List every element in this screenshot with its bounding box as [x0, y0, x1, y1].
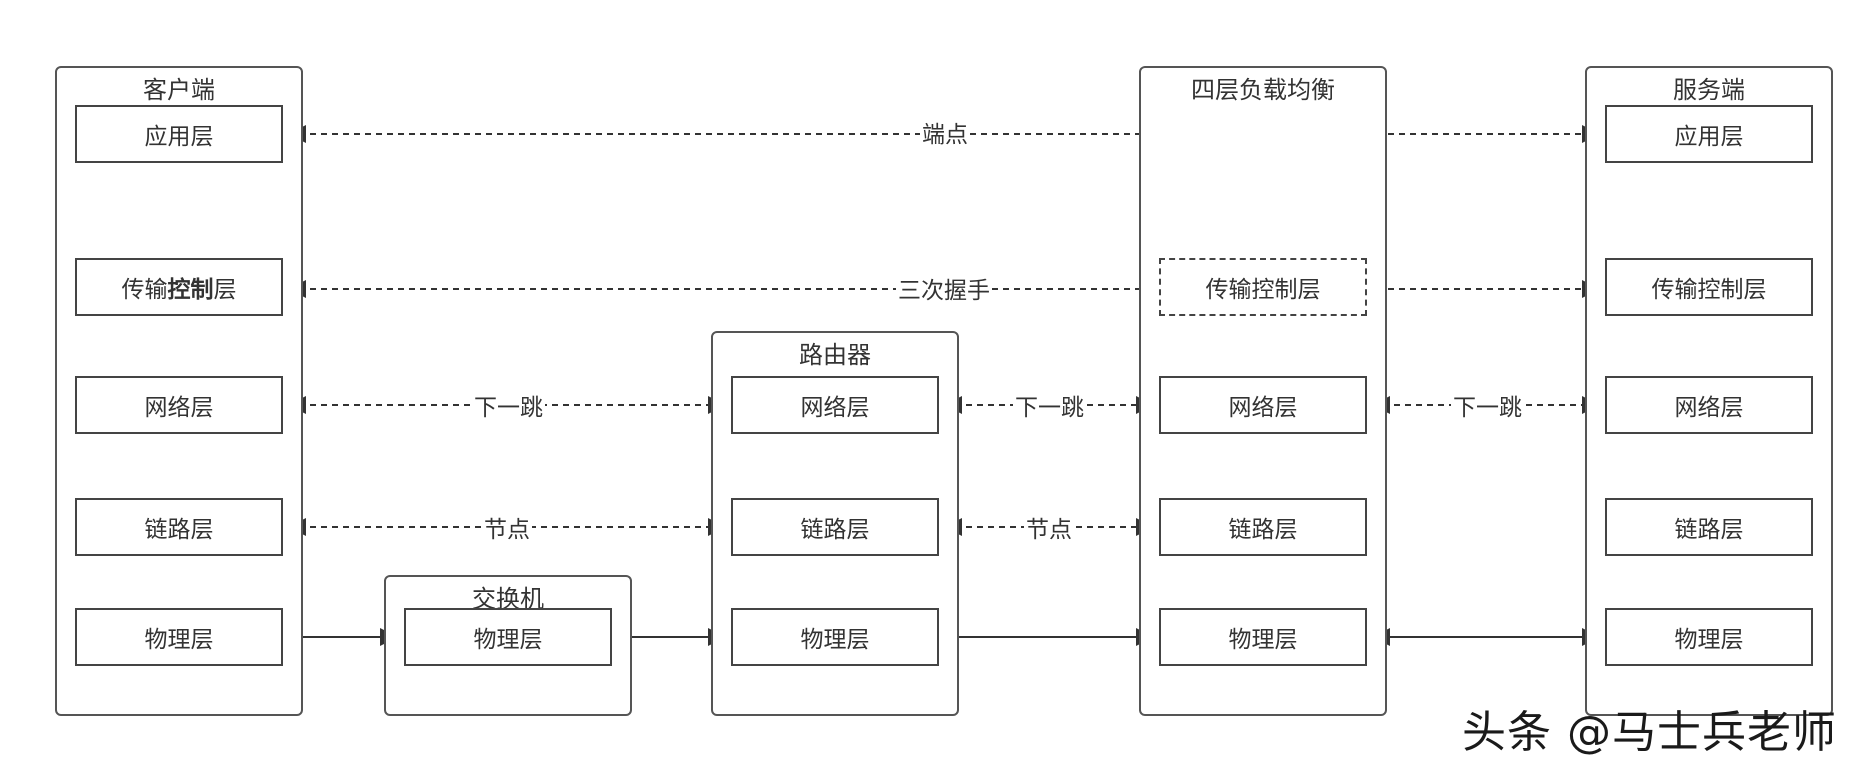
server-physical-layer-label: 物理层 [1674, 627, 1744, 653]
node-label-2: 节点 [1024, 516, 1074, 544]
client-transport-bold: 控制 [167, 277, 214, 303]
server-physical-layer: 物理层 [1605, 608, 1813, 666]
server-app-layer: 应用层 [1605, 105, 1813, 163]
client-title: 客户端 [143, 76, 215, 104]
lb-transport-layer-label: 传输控制层 [1205, 277, 1321, 303]
node-label-1: 节点 [482, 516, 532, 544]
router-link-layer: 链路层 [731, 498, 939, 556]
watermark: 头条 @马士兵老师 [1462, 707, 1837, 758]
client-network-layer: 网络层 [75, 376, 283, 434]
next-hop-label-1: 下一跳 [472, 394, 545, 422]
client-network-layer-label: 网络层 [144, 395, 214, 421]
server-transport-layer-label: 传输控制层 [1651, 277, 1767, 303]
server-network-layer-label: 网络层 [1674, 395, 1744, 421]
router-title: 路由器 [799, 341, 871, 369]
server-network-layer: 网络层 [1605, 376, 1813, 434]
next-hop-label-2: 下一跳 [1013, 394, 1086, 422]
client-transport-layer: 传输控制层 [75, 258, 283, 316]
next-hop-label-3: 下一跳 [1451, 394, 1524, 422]
router-physical-layer: 物理层 [731, 608, 939, 666]
client-physical-layer: 物理层 [75, 608, 283, 666]
server-link-layer: 链路层 [1605, 498, 1813, 556]
switch-physical-layer-label: 物理层 [473, 627, 543, 653]
client-link-layer: 链路层 [75, 498, 283, 556]
client-app-layer-label: 应用层 [144, 124, 214, 150]
router-network-layer: 网络层 [731, 376, 939, 434]
lb-network-layer: 网络层 [1159, 376, 1367, 434]
lb-link-layer: 链路层 [1159, 498, 1367, 556]
client-transport-prefix: 传输 [121, 277, 168, 303]
client-physical-layer-label: 物理层 [144, 627, 214, 653]
lb-physical-layer: 物理层 [1159, 608, 1367, 666]
client-app-layer: 应用层 [75, 105, 283, 163]
server-link-layer-label: 链路层 [1674, 517, 1744, 543]
lb-network-layer-label: 网络层 [1228, 395, 1298, 421]
switch-physical-layer: 物理层 [404, 608, 612, 666]
lb-transport-layer: 传输控制层 [1159, 258, 1367, 316]
handshake-label: 三次握手 [896, 277, 992, 305]
server-title: 服务端 [1673, 76, 1745, 104]
client-transport-suffix: 层 [213, 277, 237, 303]
server-app-layer-label: 应用层 [1674, 124, 1744, 150]
router-physical-layer-label: 物理层 [800, 627, 870, 653]
server-transport-layer: 传输控制层 [1605, 258, 1813, 316]
endpoint-label: 端点 [920, 121, 970, 149]
router-link-layer-label: 链路层 [800, 517, 870, 543]
lb-link-layer-label: 链路层 [1228, 517, 1298, 543]
lb-physical-layer-label: 物理层 [1228, 627, 1298, 653]
client-link-layer-label: 链路层 [144, 517, 214, 543]
lb-title: 四层负载均衡 [1191, 76, 1335, 104]
router-network-layer-label: 网络层 [800, 395, 870, 421]
